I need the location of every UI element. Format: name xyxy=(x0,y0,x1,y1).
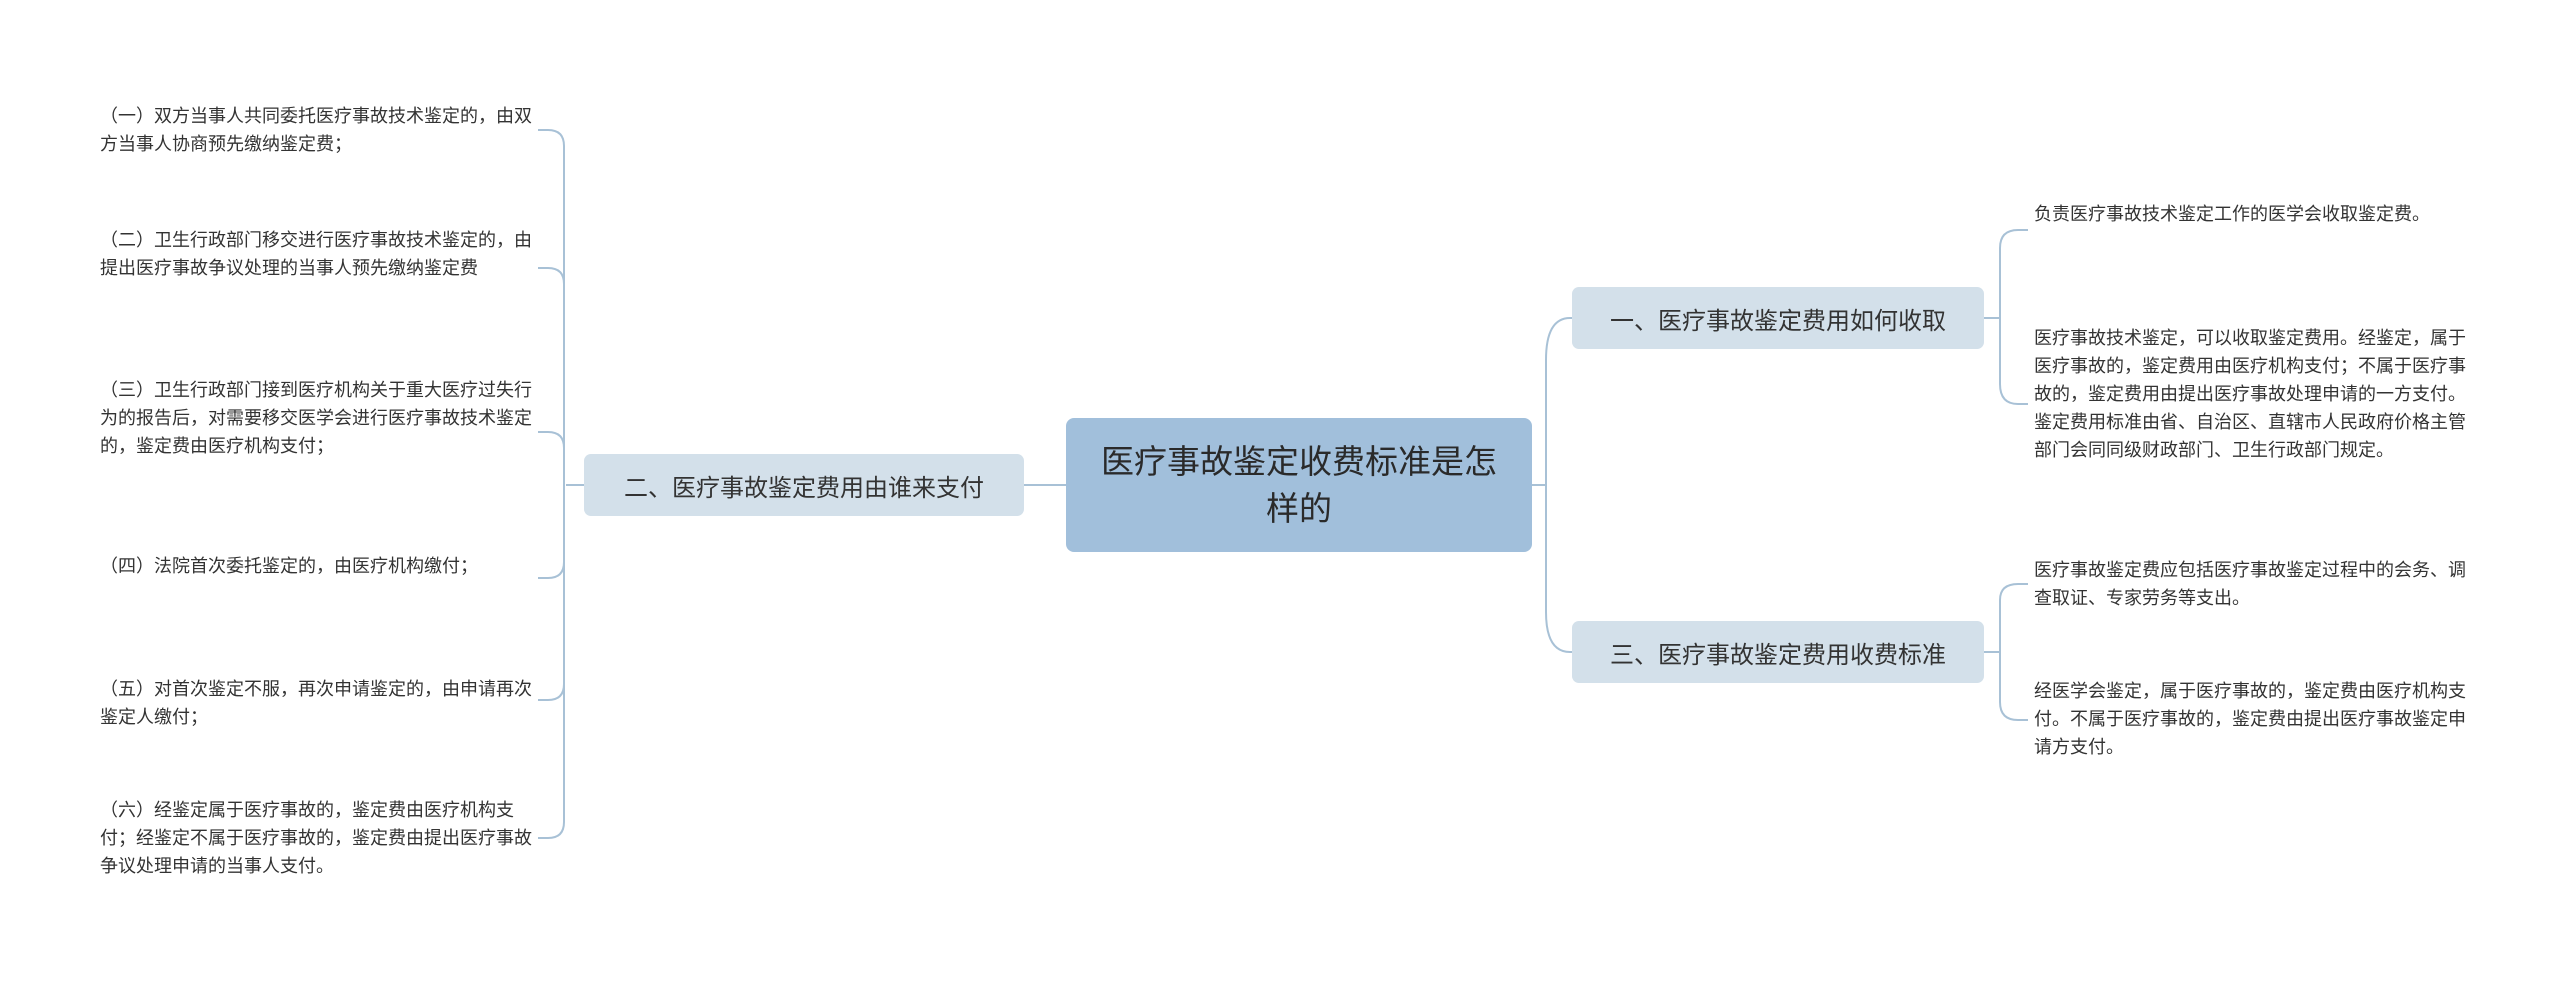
leaf-topic[interactable]: 经医学会鉴定，属于医疗事故的，鉴定费由医疗机构支付。不属于医疗事故的，鉴定费由提… xyxy=(2034,681,2466,758)
leaf-topic[interactable]: 医疗事故技术鉴定，可以收取鉴定费用。经鉴定，属于医疗事故的，鉴定费用由医疗机构支… xyxy=(2034,328,2466,461)
connector-branch-3-leaves xyxy=(1984,583,2028,721)
leaf-topic[interactable]: （一）双方当事人共同委托医疗事故技术鉴定的，由双方当事人协商预先缴纳鉴定费； xyxy=(100,106,532,155)
branch-topic-fee-standard[interactable]: 三、医疗事故鉴定费用收费标准 xyxy=(1572,621,1984,683)
leaf-topic[interactable]: （二）卫生行政部门移交进行医疗事故技术鉴定的，由提出医疗事故争议处理的当事人预先… xyxy=(100,230,532,279)
connector-leaf-2-3 xyxy=(538,431,565,449)
leaf-topic[interactable]: （六）经鉴定属于医疗事故的，鉴定费由医疗机构支付；经鉴定不属于医疗事故的，鉴定费… xyxy=(100,800,532,877)
branch-topic-fee-collection[interactable]: 一、医疗事故鉴定费用如何收取 xyxy=(1572,287,1984,349)
leaf-topic[interactable]: （三）卫生行政部门接到医疗机构关于重大医疗过失行为的报告后，对需要移交医学会进行… xyxy=(100,380,532,457)
branch-topic-fee-payer[interactable]: 二、医疗事故鉴定费用由谁来支付 xyxy=(584,454,1024,516)
connector-branch-1-leaves xyxy=(1984,229,2028,405)
root-topic[interactable]: 医疗事故鉴定收费标准是怎样的 xyxy=(1066,418,1532,552)
leaf-topic[interactable]: （四）法院首次委托鉴定的，由医疗机构缴付； xyxy=(100,556,478,577)
connector-root-to-branch-1 xyxy=(1532,317,1572,486)
connector-leaf-2-1 xyxy=(538,129,565,839)
leaf-topic[interactable]: 医疗事故鉴定费应包括医疗事故鉴定过程中的会务、调查取证、专家劳务等支出。 xyxy=(2034,560,2466,609)
connector-leaf-2-4 xyxy=(538,561,565,579)
connector-leaf-2-2 xyxy=(538,267,565,285)
leaf-topic[interactable]: 负责医疗事故技术鉴定工作的医学会收取鉴定费。 xyxy=(2034,204,2430,225)
leaf-topic[interactable]: （五）对首次鉴定不服，再次申请鉴定的，由申请再次鉴定人缴付； xyxy=(100,679,532,728)
connector-root-to-branch-3 xyxy=(1532,484,1572,653)
connector-leaf-2-5 xyxy=(538,683,565,701)
